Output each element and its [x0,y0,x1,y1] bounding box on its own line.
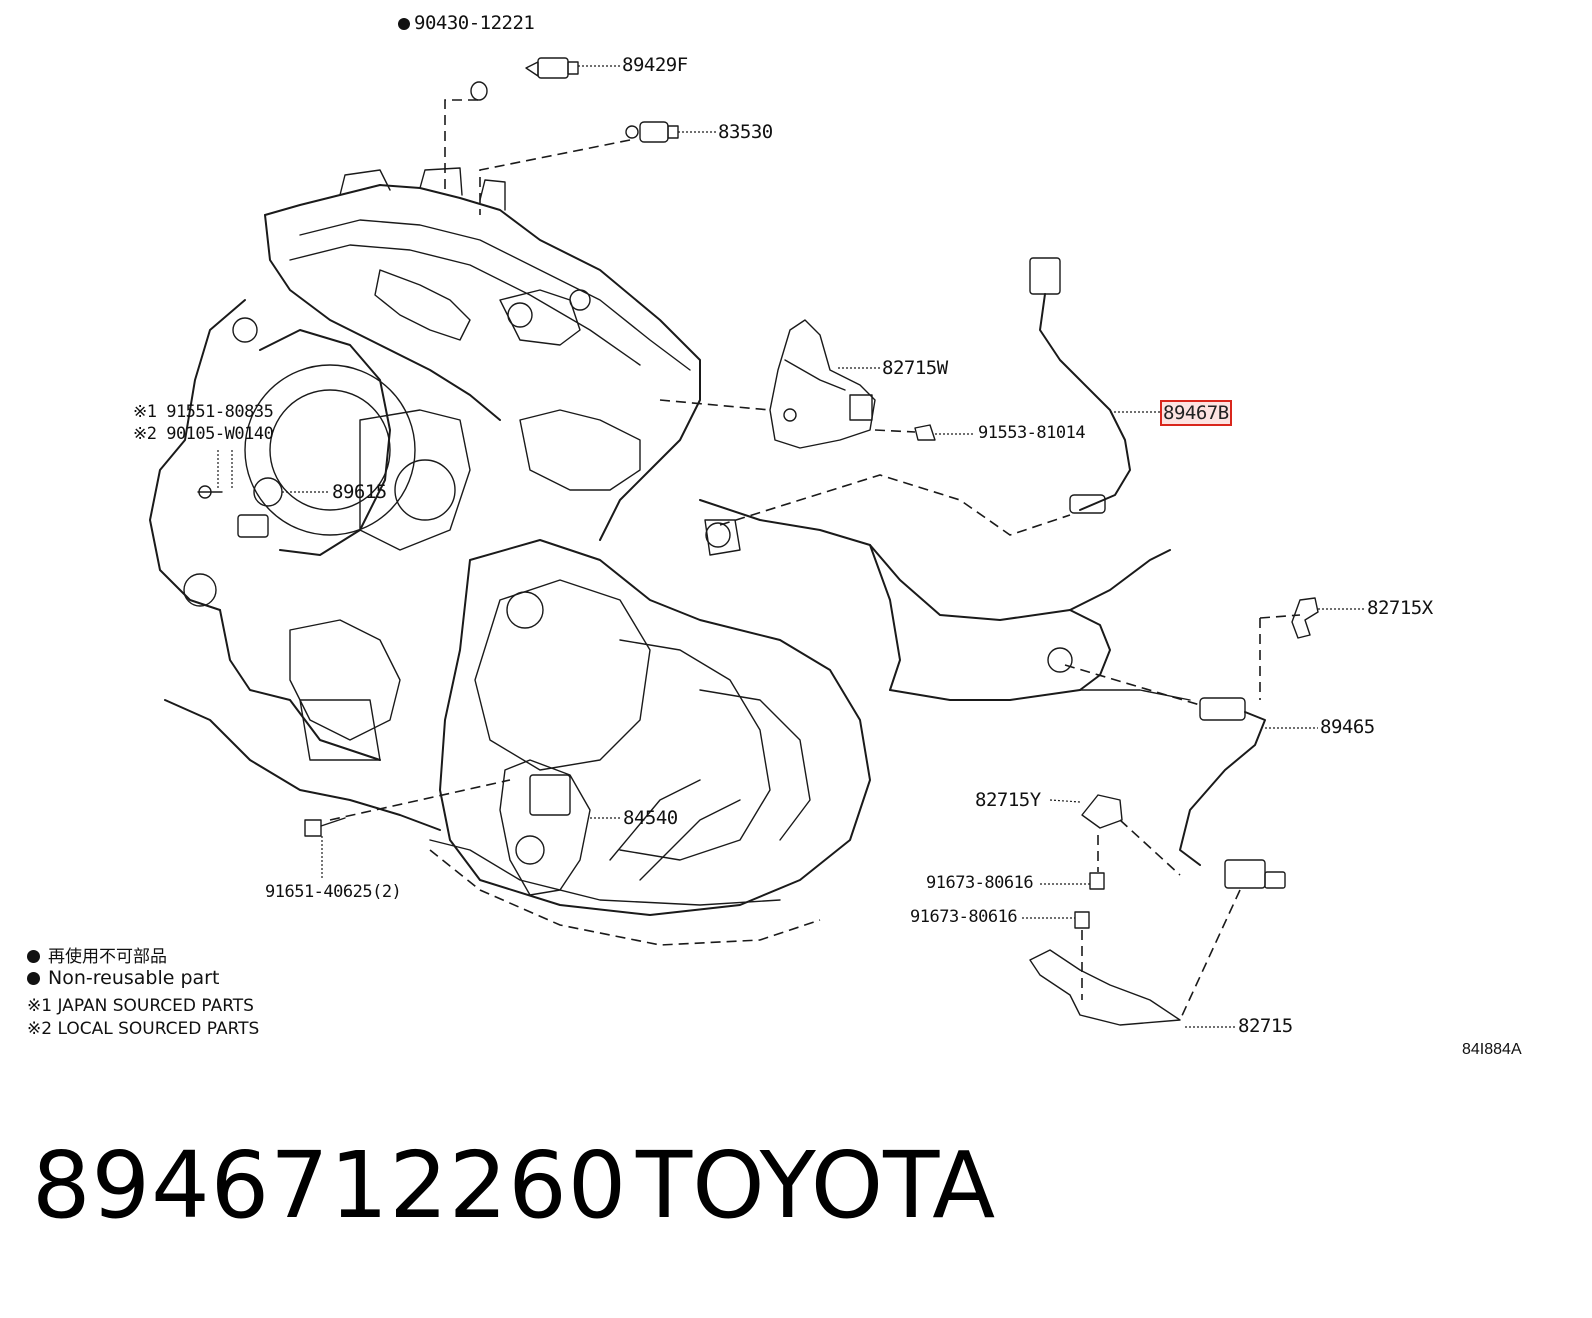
drawing-code: 84I884A [1462,1041,1522,1058]
bolt-91673-icon-2 [1074,911,1090,929]
part-label-91673-upper[interactable]: 91673-80616 [926,873,1034,893]
caption-brand: TOYOTA [636,1132,996,1239]
oxygen-sensor-89467b-icon [1029,257,1131,514]
part-label-90430[interactable]: 90430-12221 [398,12,535,34]
part-label-84540[interactable]: 84540 [623,807,678,829]
sensor-89429f-icon [525,57,579,79]
non-reusable-dot-icon [398,18,410,30]
neutral-switch-84540-icon [499,759,591,896]
non-reusable-dot-icon [27,972,40,985]
part-label-90105[interactable]: ※2 90105-W0140 [133,424,274,444]
part-label-89615[interactable]: 89615 [332,481,387,503]
washer-icon [470,81,488,101]
part-label-82715y[interactable]: 82715Y [975,789,1041,811]
bracket-82715w-icon [769,319,876,449]
part-label-91673-lower[interactable]: 91673-80616 [910,907,1018,927]
part-label-89467b-highlighted[interactable]: 89467B [1160,400,1232,426]
legend-item-japan-sourced: ※1 JAPAN SOURCED PARTS [27,996,254,1016]
bolt-91553-icon [914,424,936,441]
part-label-91651[interactable]: 91651-40625(2) [265,882,402,902]
part-label-91553[interactable]: 91553-81014 [978,423,1086,443]
part-label-82715w[interactable]: 82715W [882,357,948,379]
heat-shield-82715-icon [1029,949,1181,1026]
non-reusable-dot-icon [27,950,40,963]
bolt-91651-icon [304,817,346,837]
legend-item-local-sourced: ※2 LOCAL SOURCED PARTS [27,1019,260,1039]
legend-item-jp: 再使用不可部品 [27,942,167,967]
clip-82715x-icon [1291,597,1319,639]
bracket-82715y-icon [1081,794,1123,829]
part-label-91551[interactable]: ※1 91551-80835 [133,402,274,422]
part-label-89429f[interactable]: 89429F [622,54,688,76]
part-label-82715x[interactable]: 82715X [1367,597,1433,619]
legend-item-en: Non-reusable part [27,967,219,989]
bolt-91673-icon [1089,872,1105,890]
caption-part-number: 8946712260 [32,1132,628,1239]
part-label-83530[interactable]: 83530 [718,121,773,143]
part-label-82715[interactable]: 82715 [1238,1015,1293,1037]
engine-assembly-illustration [149,167,1191,946]
part-label-89465[interactable]: 89465 [1320,716,1375,738]
oxygen-sensor-89465-icon [1179,697,1286,889]
knock-sensor-89615-icon [197,477,283,538]
sensor-83530-icon [625,121,679,143]
